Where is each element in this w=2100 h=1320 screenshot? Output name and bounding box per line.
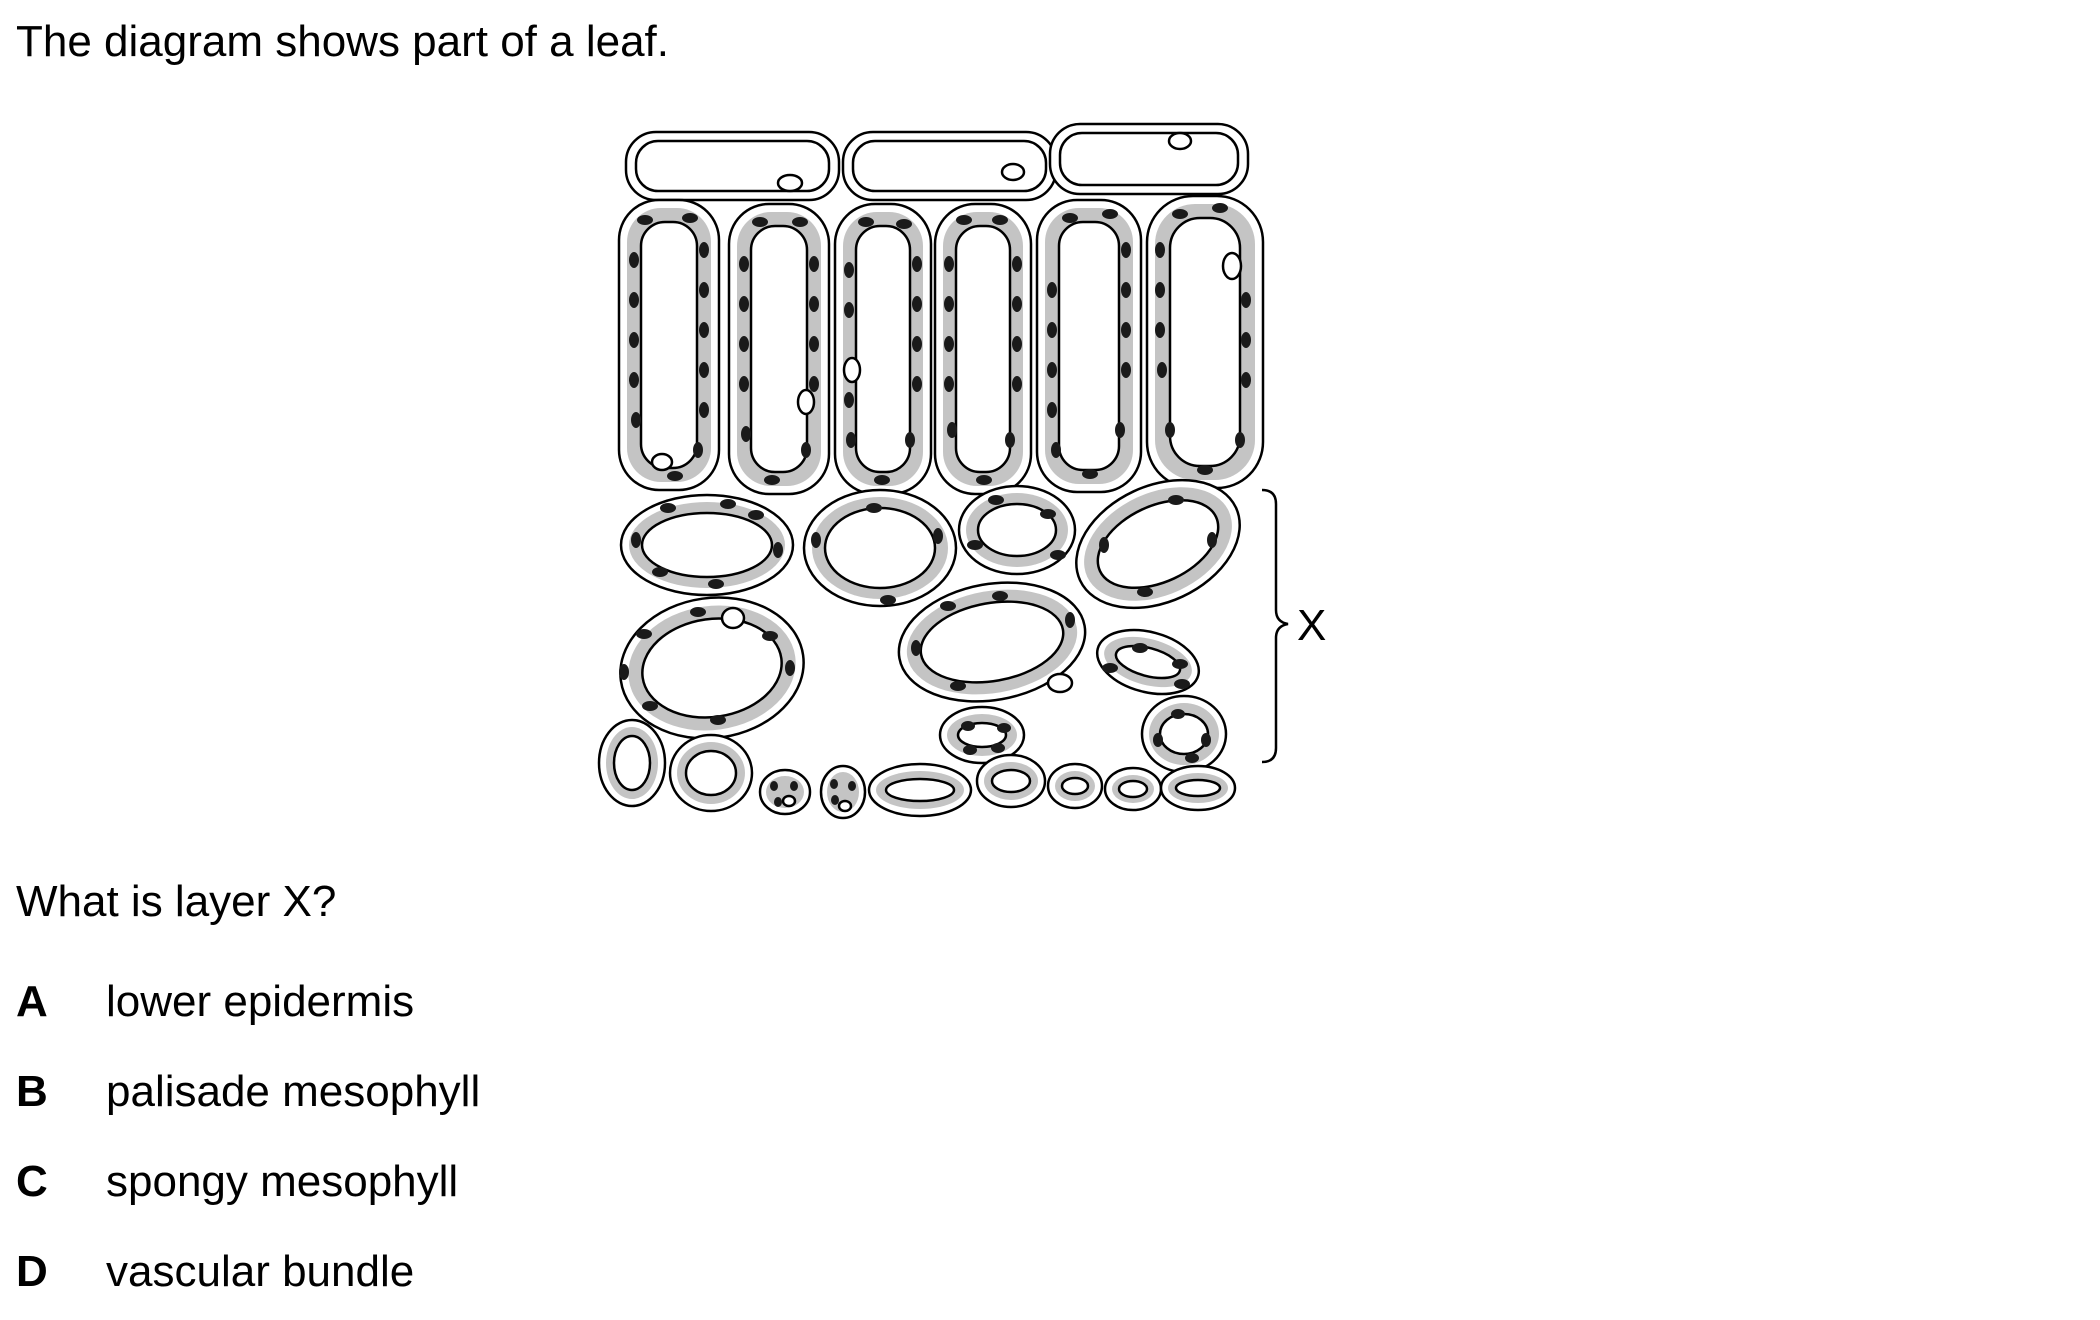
palisade-cell — [1145, 194, 1265, 490]
spongy-cell — [938, 705, 1026, 765]
palisade-cell — [1035, 198, 1143, 494]
layer-x-label: X — [1297, 601, 1326, 650]
spongy-cell — [619, 493, 795, 597]
spongy-cell — [802, 488, 958, 608]
option-text: spongy mesophyll — [106, 1157, 459, 1206]
spongy-cell — [1095, 628, 1201, 696]
question-prompt: What is layer X? — [16, 877, 337, 926]
palisade-cell — [617, 198, 721, 492]
leaf-cross-section-diagram: X — [597, 122, 1326, 820]
option-text: vascular bundle — [106, 1247, 415, 1296]
spongy-cell — [1140, 694, 1228, 774]
option-text: palisade mesophyll — [106, 1067, 481, 1116]
lower-epidermis — [597, 718, 1237, 820]
option-text: lower epidermis — [106, 977, 415, 1026]
spongy-cell — [619, 596, 805, 740]
palisade-cell — [933, 202, 1033, 496]
spongy-cell — [897, 581, 1087, 703]
option-letter: C — [16, 1157, 48, 1206]
layer-x-bracket — [1261, 488, 1289, 764]
palisade-cell — [833, 202, 933, 496]
palisade-layer — [617, 194, 1265, 496]
upper-epidermis — [624, 122, 1250, 202]
spongy-cell — [1075, 478, 1241, 610]
option-letter: A — [16, 977, 48, 1026]
spongy-layer — [619, 478, 1241, 774]
option-letter: B — [16, 1067, 48, 1116]
option-letter: D — [16, 1247, 48, 1296]
palisade-cell — [727, 202, 831, 496]
question-intro: The diagram shows part of a leaf. — [16, 17, 669, 66]
spongy-cell — [957, 484, 1077, 576]
